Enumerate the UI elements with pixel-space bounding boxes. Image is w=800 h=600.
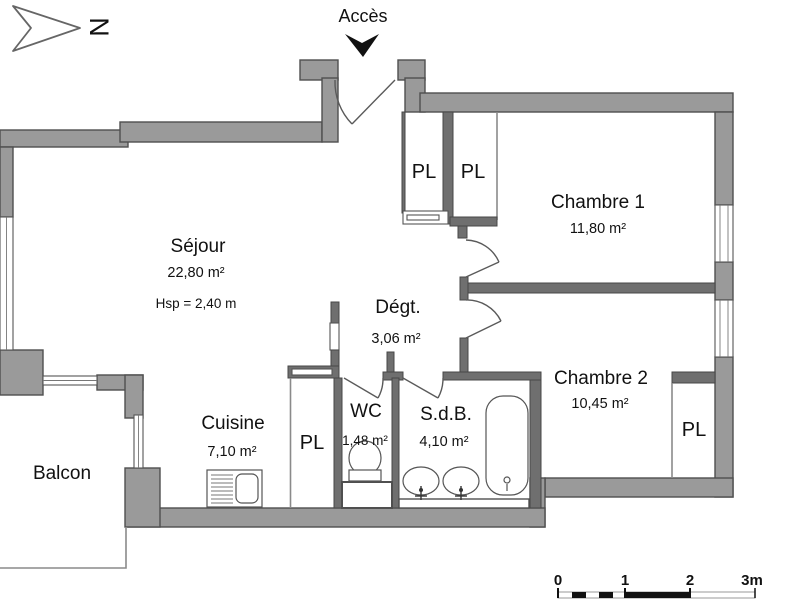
sejour-radiator xyxy=(329,322,340,351)
scale-tick-1: 1 xyxy=(621,572,629,589)
chambre1-door xyxy=(465,239,500,278)
room-label-sdb: S.d.B. xyxy=(420,404,472,425)
window-chambre1 xyxy=(714,204,734,263)
room-label-balcon: Balcon xyxy=(33,463,91,484)
closet-label-wc: PL xyxy=(300,432,324,454)
kitchen-sink xyxy=(206,469,263,508)
room-label-chambre2: Chambre 2 xyxy=(554,368,648,389)
window-cuisine-balcony xyxy=(133,414,144,469)
access-arrow-icon xyxy=(345,34,379,57)
balcony-outline xyxy=(0,527,127,569)
wc-door xyxy=(343,377,384,399)
room-area-chambre2: 10,45 m² xyxy=(571,396,628,412)
north-indicator: N xyxy=(12,5,114,52)
windows xyxy=(0,204,734,469)
room-area-degagement: 3,06 m² xyxy=(371,331,420,347)
pl-wc-sliding-door xyxy=(291,368,333,376)
scale-tick-3: 3m xyxy=(741,572,763,589)
entrance: Accès xyxy=(338,6,388,57)
bathtub xyxy=(485,395,529,496)
closet-label-chambre2: PL xyxy=(682,419,706,441)
doors xyxy=(334,79,502,399)
window-sejour-balcony xyxy=(42,375,98,386)
room-label-chambre1: Chambre 1 xyxy=(551,192,645,213)
room-label-sejour: Séjour xyxy=(171,236,227,257)
room-area-sejour: 22,80 m² xyxy=(167,265,224,281)
sdb-door xyxy=(402,377,444,399)
sdb-bottom-liner xyxy=(398,498,530,509)
window-chambre2 xyxy=(714,299,734,358)
room-ceiling-sejour: Hsp = 2,40 m xyxy=(156,296,237,311)
room-area-sdb: 4,10 m² xyxy=(419,434,468,450)
closet-label-entry-1: PL xyxy=(412,161,436,183)
chambre2-door xyxy=(465,299,502,339)
closet-labels: PL PL PL PL xyxy=(300,161,706,454)
scale-bar: 0 1 2 3m xyxy=(554,572,763,599)
room-labels: Séjour 22,80 m² Hsp = 2,40 m Chambre 1 1… xyxy=(33,192,648,484)
north-letter: N xyxy=(84,17,114,37)
north-arrow-icon xyxy=(12,5,81,52)
access-label: Accès xyxy=(338,6,387,26)
entry-door xyxy=(334,79,396,125)
room-area-chambre1: 11,80 m² xyxy=(570,221,626,237)
room-label-wc: WC xyxy=(350,401,382,422)
scale-tick-2: 2 xyxy=(686,572,694,589)
pl-entry-sliding-door xyxy=(402,210,449,225)
washbasin-1 xyxy=(402,466,440,500)
fixtures xyxy=(206,395,529,508)
wc-duct xyxy=(341,481,393,509)
interior-walls xyxy=(287,111,716,509)
exterior-walls xyxy=(0,59,734,528)
closet-label-entry-2: PL xyxy=(461,161,485,183)
room-label-degagement: Dégt. xyxy=(375,297,420,318)
room-area-cuisine: 7,10 m² xyxy=(207,444,256,460)
room-area-wc: 1,48 m² xyxy=(342,433,388,448)
scale-tick-0: 0 xyxy=(554,572,562,589)
washbasin-2 xyxy=(442,466,480,500)
room-label-cuisine: Cuisine xyxy=(201,413,264,434)
window-sejour-left xyxy=(0,216,14,351)
toilet xyxy=(348,440,382,482)
